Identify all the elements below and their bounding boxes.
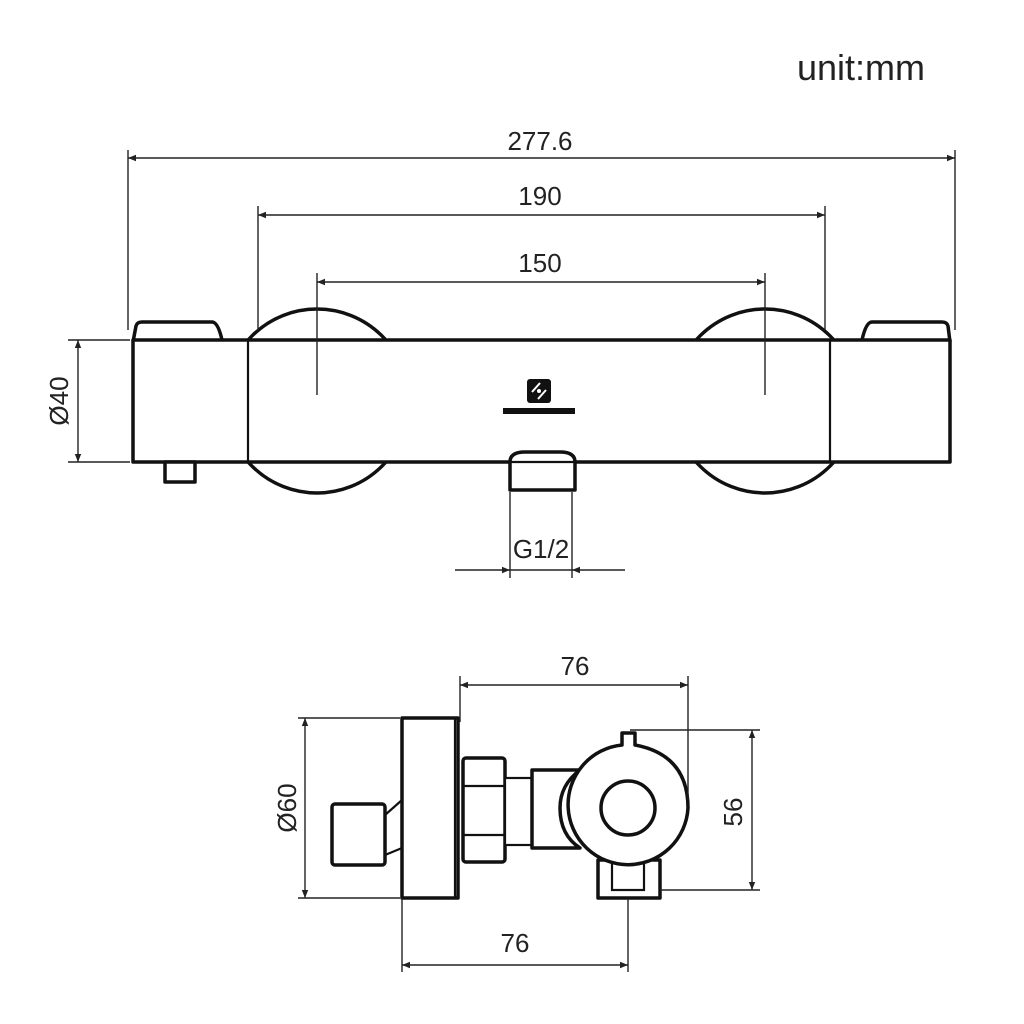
dim-handle-spacing: 190 xyxy=(518,181,561,211)
dim-outlet-thread: G1/2 xyxy=(513,534,569,564)
left-handle-cap xyxy=(131,320,224,343)
front-view: 277.6 190 150 Ø40 G1/2 xyxy=(44,126,956,578)
stop-nub xyxy=(163,460,197,484)
dim-inlet-spacing: 150 xyxy=(518,248,561,278)
inlet-body xyxy=(530,768,582,850)
brand-logo xyxy=(503,379,575,414)
right-handle-cap xyxy=(860,320,952,343)
dim-flange-diameter: Ø60 xyxy=(272,783,302,832)
hex-nut xyxy=(461,756,507,864)
dim-body-diameter: Ø40 xyxy=(44,376,74,425)
dim-height: 56 xyxy=(718,798,748,827)
inner-bore xyxy=(599,779,657,837)
unit-label: unit:mm xyxy=(797,47,925,88)
dim-overall-length: 277.6 xyxy=(507,126,572,156)
side-handle xyxy=(330,802,387,867)
outlet xyxy=(508,450,577,492)
side-view: 76 Ø60 56 76 xyxy=(272,651,760,972)
dim-depth-bottom: 76 xyxy=(501,928,530,958)
dim-depth-top: 76 xyxy=(561,651,590,681)
side-flange xyxy=(400,716,460,900)
